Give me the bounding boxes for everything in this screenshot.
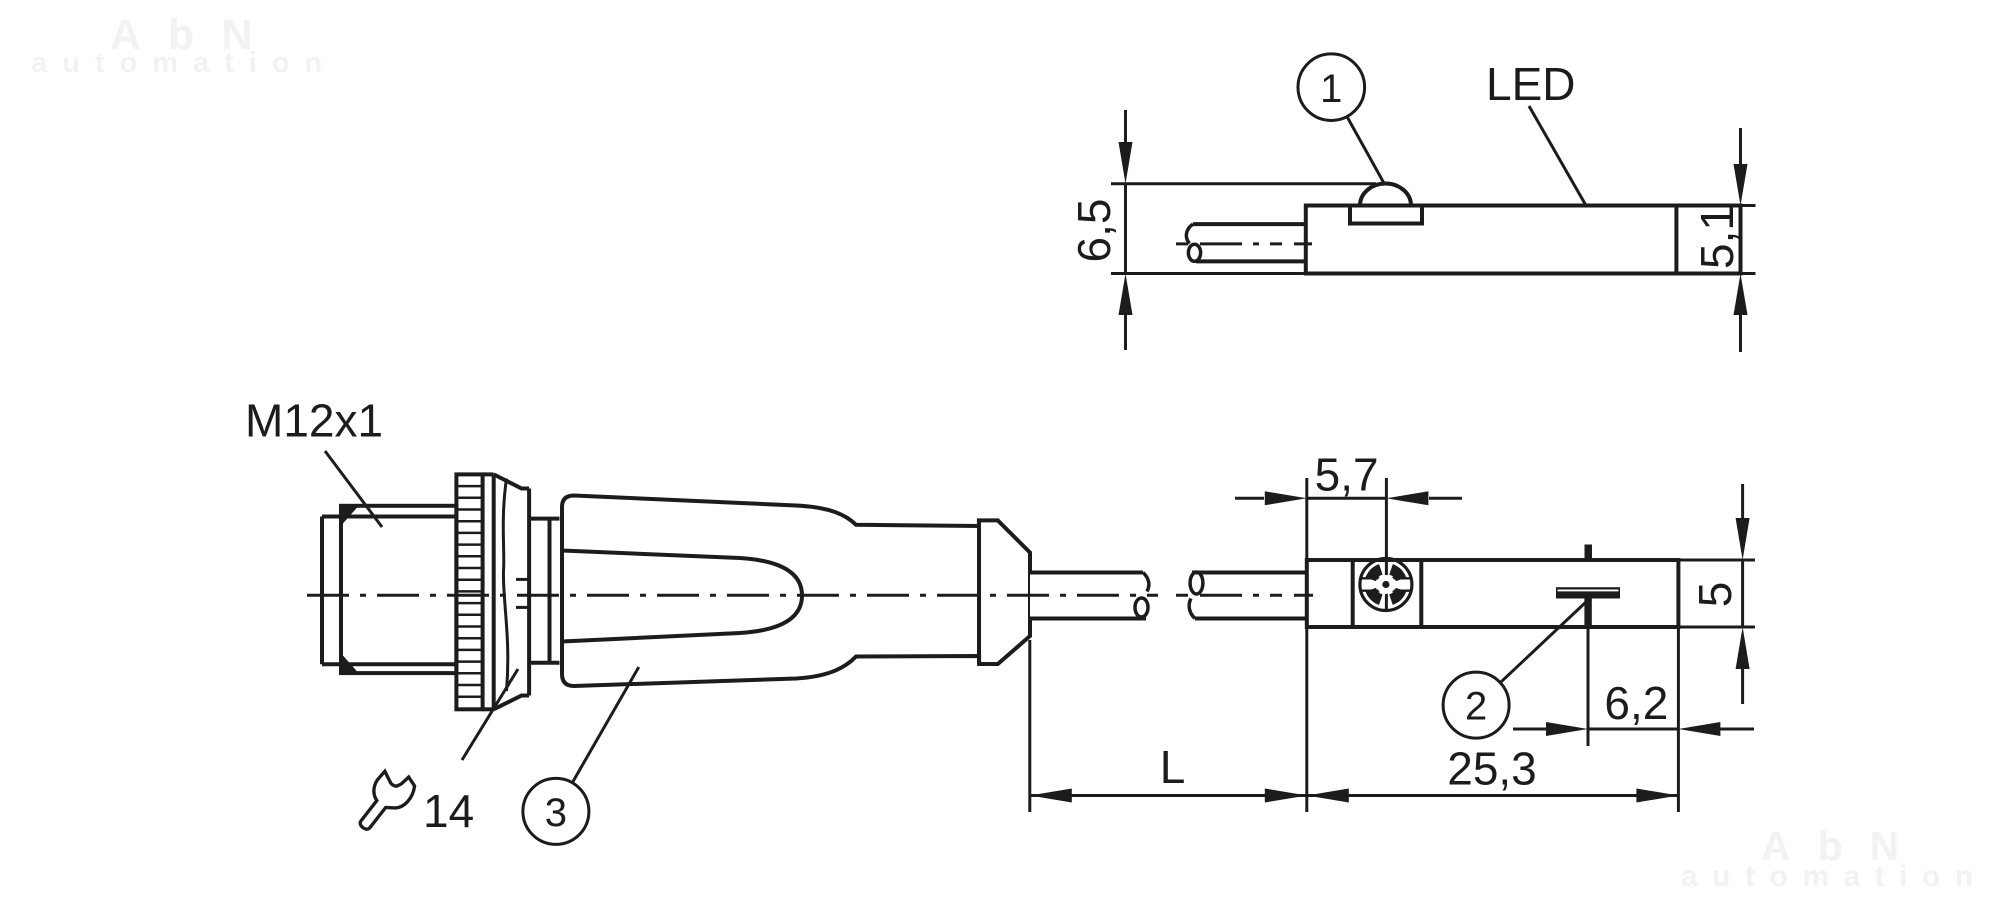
svg-text:5,7: 5,7	[1315, 448, 1379, 500]
svg-text:14: 14	[423, 785, 474, 837]
svg-text:2: 2	[1465, 685, 1487, 729]
svg-text:5: 5	[1689, 582, 1741, 608]
svg-text:6,2: 6,2	[1604, 677, 1668, 729]
svg-text:automation: automation	[31, 47, 337, 79]
svg-text:6,5: 6,5	[1068, 199, 1120, 263]
svg-text:L: L	[1160, 741, 1186, 793]
svg-text:M12x1: M12x1	[245, 395, 383, 447]
svg-text:AbN: AbN	[110, 11, 279, 59]
svg-text:AbN: AbN	[1761, 823, 1926, 869]
svg-text:automation: automation	[1681, 860, 1988, 893]
svg-text:25,3: 25,3	[1447, 742, 1537, 794]
svg-text:3: 3	[545, 791, 567, 835]
svg-text:5,1: 5,1	[1691, 205, 1743, 269]
svg-text:LED: LED	[1486, 58, 1575, 110]
svg-text:1: 1	[1320, 67, 1342, 111]
